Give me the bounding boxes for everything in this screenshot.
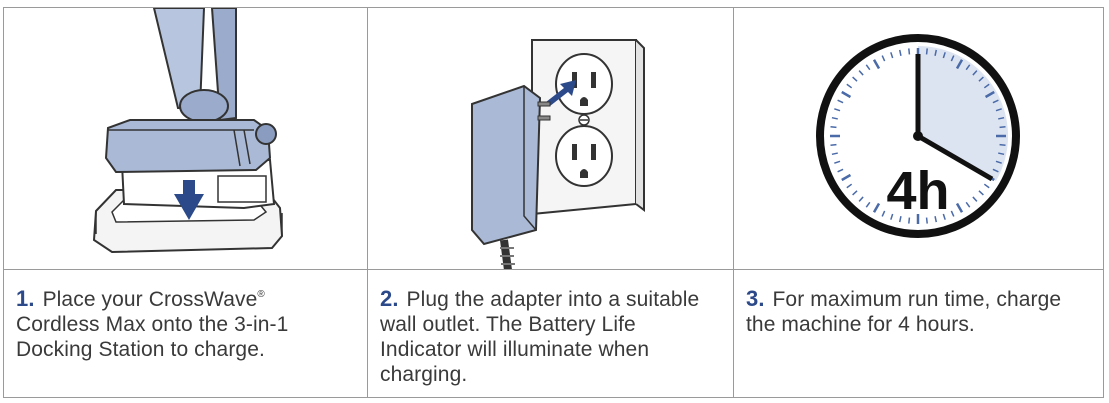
step-1-description-b: Cordless Max onto the 3-in-1 Docking Sta… [16,313,289,361]
step-1-text-cell: 1. Place your CrossWave® Cordless Max ont… [4,270,368,397]
step-1-number: 1. [16,286,35,311]
step-3-number: 3. [746,286,765,311]
step-3-text: 3. For maximum run time, charge the mach… [734,270,1103,337]
step-2-illustration [368,8,734,270]
step-3-description: For maximum run time, charge the machine… [746,288,1062,336]
registered-mark: ® [257,289,265,300]
step-1-text: 1. Place your CrossWave® Cordless Max ont… [4,270,367,362]
step-2-text: 2. Plug the adapter into a suitable wall… [368,270,733,387]
vacuum-on-dock-icon [92,8,284,254]
step-3-illustration: 4h [734,8,1103,270]
instruction-table: 4h 1. Place your CrossWave® Cordless Max … [3,7,1104,398]
step-1-illustration [4,8,368,270]
clock-duration-label: 4h [886,161,949,221]
adapter-plug-outlet-icon [471,39,645,269]
step-2-description: Plug the adapter into a suitable wall ou… [380,288,700,386]
step-1-description-a: Place your CrossWave [42,288,258,311]
step-2-number: 2. [380,286,399,311]
clock-timer-icon: 4h [816,34,1020,238]
step-2-text-cell: 2. Plug the adapter into a suitable wall… [368,270,734,397]
step-3-text-cell: 3. For maximum run time, charge the mach… [734,270,1103,397]
